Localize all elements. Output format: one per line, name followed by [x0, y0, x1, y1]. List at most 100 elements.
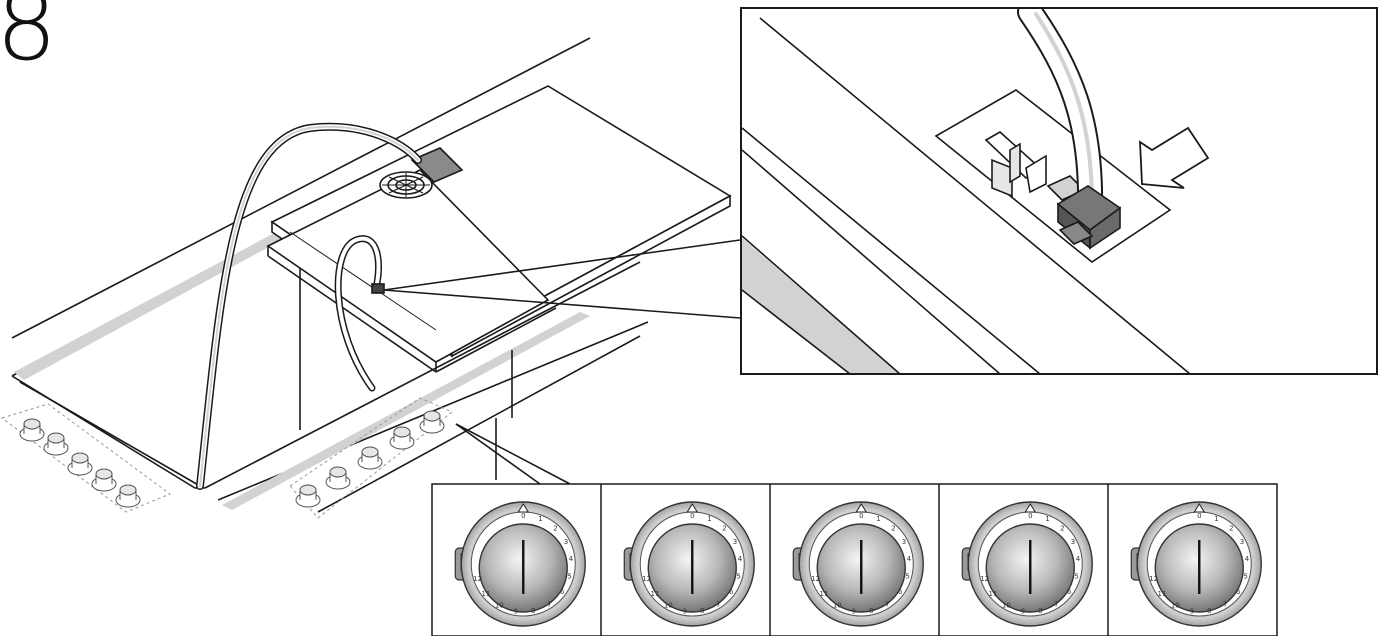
fan-grille-icon	[379, 171, 433, 199]
knob-scale-mark: 4	[907, 555, 912, 563]
knob-scale-mark: 2	[891, 524, 895, 532]
step-number: 8	[0, 0, 58, 82]
knob-scale-mark: 10	[664, 602, 673, 610]
knob-scale-mark: 1	[538, 515, 542, 523]
connector-plug-icon	[1056, 185, 1122, 250]
knob-scale-mark: 6	[898, 588, 903, 596]
knob-scale-mark: 4	[569, 555, 574, 563]
knob-scale-mark: 9	[683, 607, 687, 615]
knob-scale-mark: 0	[1028, 512, 1032, 520]
knob-scale-mark: 2	[553, 524, 557, 532]
knob-scale-mark: 2	[1060, 524, 1064, 532]
induction-module	[266, 169, 550, 363]
knob-scale-mark: 2	[1229, 524, 1233, 532]
knob-scale-mark: 1	[1045, 515, 1049, 523]
knob-group-front	[289, 397, 453, 519]
knob-scale-mark: 1	[1214, 515, 1218, 523]
knob-scale-mark: 10	[1002, 602, 1011, 610]
knob-scale-mark: 7	[547, 600, 551, 608]
knob-scale-mark: 0	[859, 512, 863, 520]
knob-scale-mark: 10	[495, 602, 504, 610]
knob-scale-mark: 5	[1243, 572, 1247, 580]
small-knob	[389, 426, 415, 450]
small-knob-set	[19, 410, 445, 508]
worktop-front-line-3	[317, 335, 641, 513]
knob-scale-mark: 0	[690, 512, 694, 520]
small-knob	[419, 410, 445, 434]
knob-scale-mark: 5	[736, 572, 740, 580]
worktop-illustration	[11, 37, 741, 513]
knob-scale-mark: 7	[1223, 600, 1227, 608]
knob-scale-mark: 7	[716, 600, 720, 608]
small-knob	[295, 484, 321, 508]
knob-scale-mark: 4	[1076, 555, 1081, 563]
small-knob	[43, 432, 69, 456]
worktop-front-line-1	[204, 261, 641, 489]
knob-scale-mark: 0	[521, 512, 525, 520]
knob-scale-mark: 5	[567, 572, 571, 580]
knob-scale-mark: 8	[531, 607, 535, 615]
small-knob	[19, 418, 45, 442]
knob-scale-mark: 1	[876, 515, 880, 523]
callout-line-lower	[383, 289, 741, 319]
knob-scale-mark: 6	[560, 588, 565, 596]
small-plug	[371, 283, 385, 294]
knob-scale-mark: 6	[1067, 588, 1072, 596]
knob-scale-mark: 8	[869, 607, 873, 615]
knob-scale-mark: 5	[1074, 572, 1078, 580]
knob-scale-mark: 11	[1158, 590, 1167, 598]
knob-scale-mark: 10	[1171, 602, 1180, 610]
knob-scale-mark: 12	[473, 575, 482, 583]
knob-scale-mark: 11	[482, 590, 491, 598]
knob-scale-mark: 10	[833, 602, 842, 610]
knob-scale-mark: 7	[1054, 600, 1058, 608]
knob-scale-mark: 8	[1207, 607, 1211, 615]
small-knob	[325, 466, 351, 490]
knob-scale-mark: 12	[642, 575, 651, 583]
knob-scale-mark: 8	[700, 607, 704, 615]
knob-scale-mark: 3	[733, 538, 737, 546]
knob-scale-mark: 11	[820, 590, 829, 598]
knob-scale-mark: 4	[738, 555, 743, 563]
detail-inset	[740, 7, 1378, 375]
knob-scale-mark: 9	[1190, 607, 1194, 615]
knob-scale-mark: 11	[651, 590, 660, 598]
knob-scale-mark: 9	[1021, 607, 1025, 615]
knob-scale-mark: 6	[1236, 588, 1241, 596]
knob-scale-mark: 9	[514, 607, 518, 615]
knob-scale-mark: 9	[852, 607, 856, 615]
knob-scale-mark: 12	[811, 575, 820, 583]
knob-scale-mark: 3	[1240, 538, 1244, 546]
knob-scale-mark: 0	[1197, 512, 1201, 520]
knob-scale-mark: 7	[885, 600, 889, 608]
arrow-icon	[1139, 126, 1210, 189]
knob-scale-mark: 3	[902, 538, 906, 546]
small-knob	[67, 452, 93, 476]
callout-line-knobs-1	[455, 423, 571, 485]
small-knob	[91, 468, 117, 492]
knob-scale-mark: 12	[1149, 575, 1158, 583]
knob-scale-mark: 8	[1038, 607, 1042, 615]
knob-scale-mark: 1	[707, 515, 711, 523]
knob-scale-mark: 6	[729, 588, 734, 596]
worktop-back-edge	[11, 37, 591, 339]
knob-scale-mark: 4	[1245, 555, 1250, 563]
front-shade-strip	[222, 312, 590, 510]
small-knob	[357, 446, 383, 470]
knob-scale-mark: 3	[564, 538, 568, 546]
knob-scale-mark: 2	[722, 524, 726, 532]
knob-scale-mark: 11	[989, 590, 998, 598]
knob-scale-mark: 3	[1071, 538, 1075, 546]
knob-scale-mark: 12	[980, 575, 989, 583]
knob-group-left	[0, 403, 172, 513]
knob-scale-mark: 5	[905, 572, 909, 580]
callout-line-knobs-2	[455, 423, 541, 485]
